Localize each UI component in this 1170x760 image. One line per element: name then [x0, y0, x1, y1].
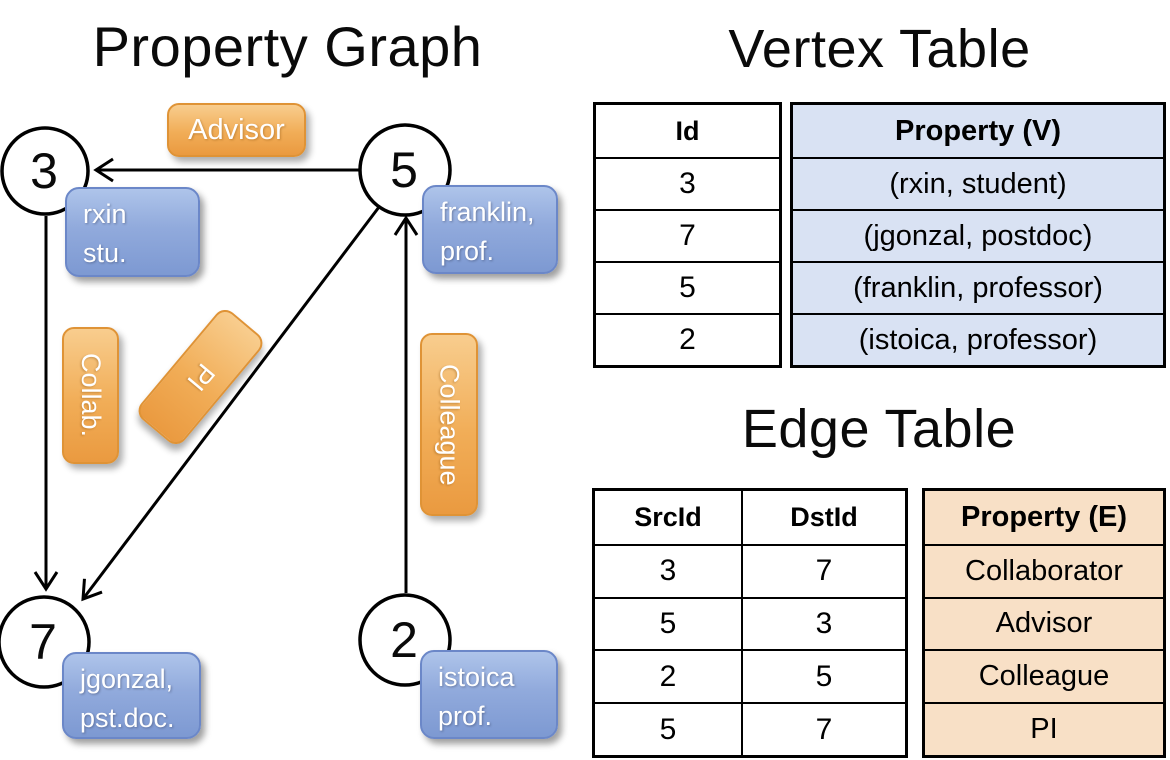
vertex-property-line: franklin, — [440, 197, 535, 227]
node-5-id: 5 — [390, 142, 418, 198]
edge-table-dstid-cell: 5 — [743, 649, 905, 702]
edge-table-title: Edge Table — [741, 399, 1017, 459]
vertex-table-id-cell: 3 — [596, 157, 779, 209]
edge-label-advisor: Advisor — [167, 103, 306, 157]
vertex-table-header-id: Id — [675, 115, 700, 146]
node-3-id: 3 — [30, 143, 58, 199]
vertex-table-property-column: Property (V) (rxin, student) (jgonzal, p… — [790, 102, 1166, 368]
edge-table-property-cell: Advisor — [925, 596, 1163, 650]
node-7-id: 7 — [29, 614, 57, 670]
vertex-table-title: Vertex Table — [728, 19, 1031, 79]
edge-table-srcid-cell: 5 — [595, 596, 743, 650]
edge-table-dstid-cell: 7 — [743, 702, 905, 755]
vertex-table-id-column: Id 3 7 5 2 — [593, 102, 782, 368]
vertex-property-box-7: jgonzal, pst.doc. — [62, 652, 201, 739]
edge-table-header-property: Property (E) — [925, 491, 1163, 544]
edge-table-srcid-cell: 5 — [595, 702, 743, 755]
edge-table-header-dstid: DstId — [790, 501, 858, 532]
vertex-property-line: pst.doc. — [80, 703, 175, 733]
vertex-property-line: stu. — [83, 238, 127, 268]
property-graph-title: Property Graph — [92, 15, 483, 78]
edge-pi-arrow — [81, 206, 381, 602]
vertex-property-line: prof. — [438, 701, 493, 731]
vertex-table-property-cell: (jgonzal, postdoc) — [793, 209, 1163, 261]
edge-table-property-column: Property (E) Collaborator Advisor Collea… — [922, 488, 1166, 758]
vertex-table-property-cell: (istoica, professor) — [793, 313, 1163, 365]
edge-label-colleague: Colleague — [420, 333, 478, 516]
vertex-table-id-cell: 5 — [596, 261, 779, 313]
vertex-table-property-cell: (franklin, professor) — [793, 261, 1163, 313]
node-2-id: 2 — [390, 612, 418, 668]
edge-table-property-cell: Collaborator — [925, 543, 1163, 597]
vertex-table-id-cell: 7 — [596, 209, 779, 261]
vertex-table-property-cell: (rxin, student) — [793, 157, 1163, 209]
vertex-property-line: prof. — [440, 236, 495, 266]
vertex-property-line: istoica — [438, 662, 515, 692]
edge-table-id-columns: SrcId DstId 3 7 5 3 2 5 5 7 — [592, 488, 908, 758]
vertex-property-box-2: istoica prof. — [420, 650, 558, 739]
edge-table-property-cell: PI — [925, 702, 1163, 755]
vertex-table-header-property: Property (V) — [793, 105, 1163, 157]
edge-table-dstid-cell: 3 — [743, 596, 905, 650]
edge-table-property-cell: Colleague — [925, 649, 1163, 703]
vertex-property-line: jgonzal, — [80, 664, 174, 694]
property-graph-canvas: 3 5 7 2 — [0, 123, 452, 689]
vertex-property-line: rxin — [83, 199, 127, 229]
vertex-property-box-3: rxin stu. — [65, 187, 200, 277]
edge-table-srcid-cell: 3 — [595, 543, 743, 597]
edge-table-dstid-cell: 7 — [743, 543, 905, 597]
vertex-table-id-cell: 2 — [596, 313, 779, 365]
edge-label-collaborator: Collab. — [62, 327, 119, 464]
vertex-property-box-5: franklin, prof. — [422, 185, 558, 274]
edge-table-header-srcid: SrcId — [595, 491, 743, 544]
edge-table-srcid-cell: 2 — [595, 649, 743, 703]
